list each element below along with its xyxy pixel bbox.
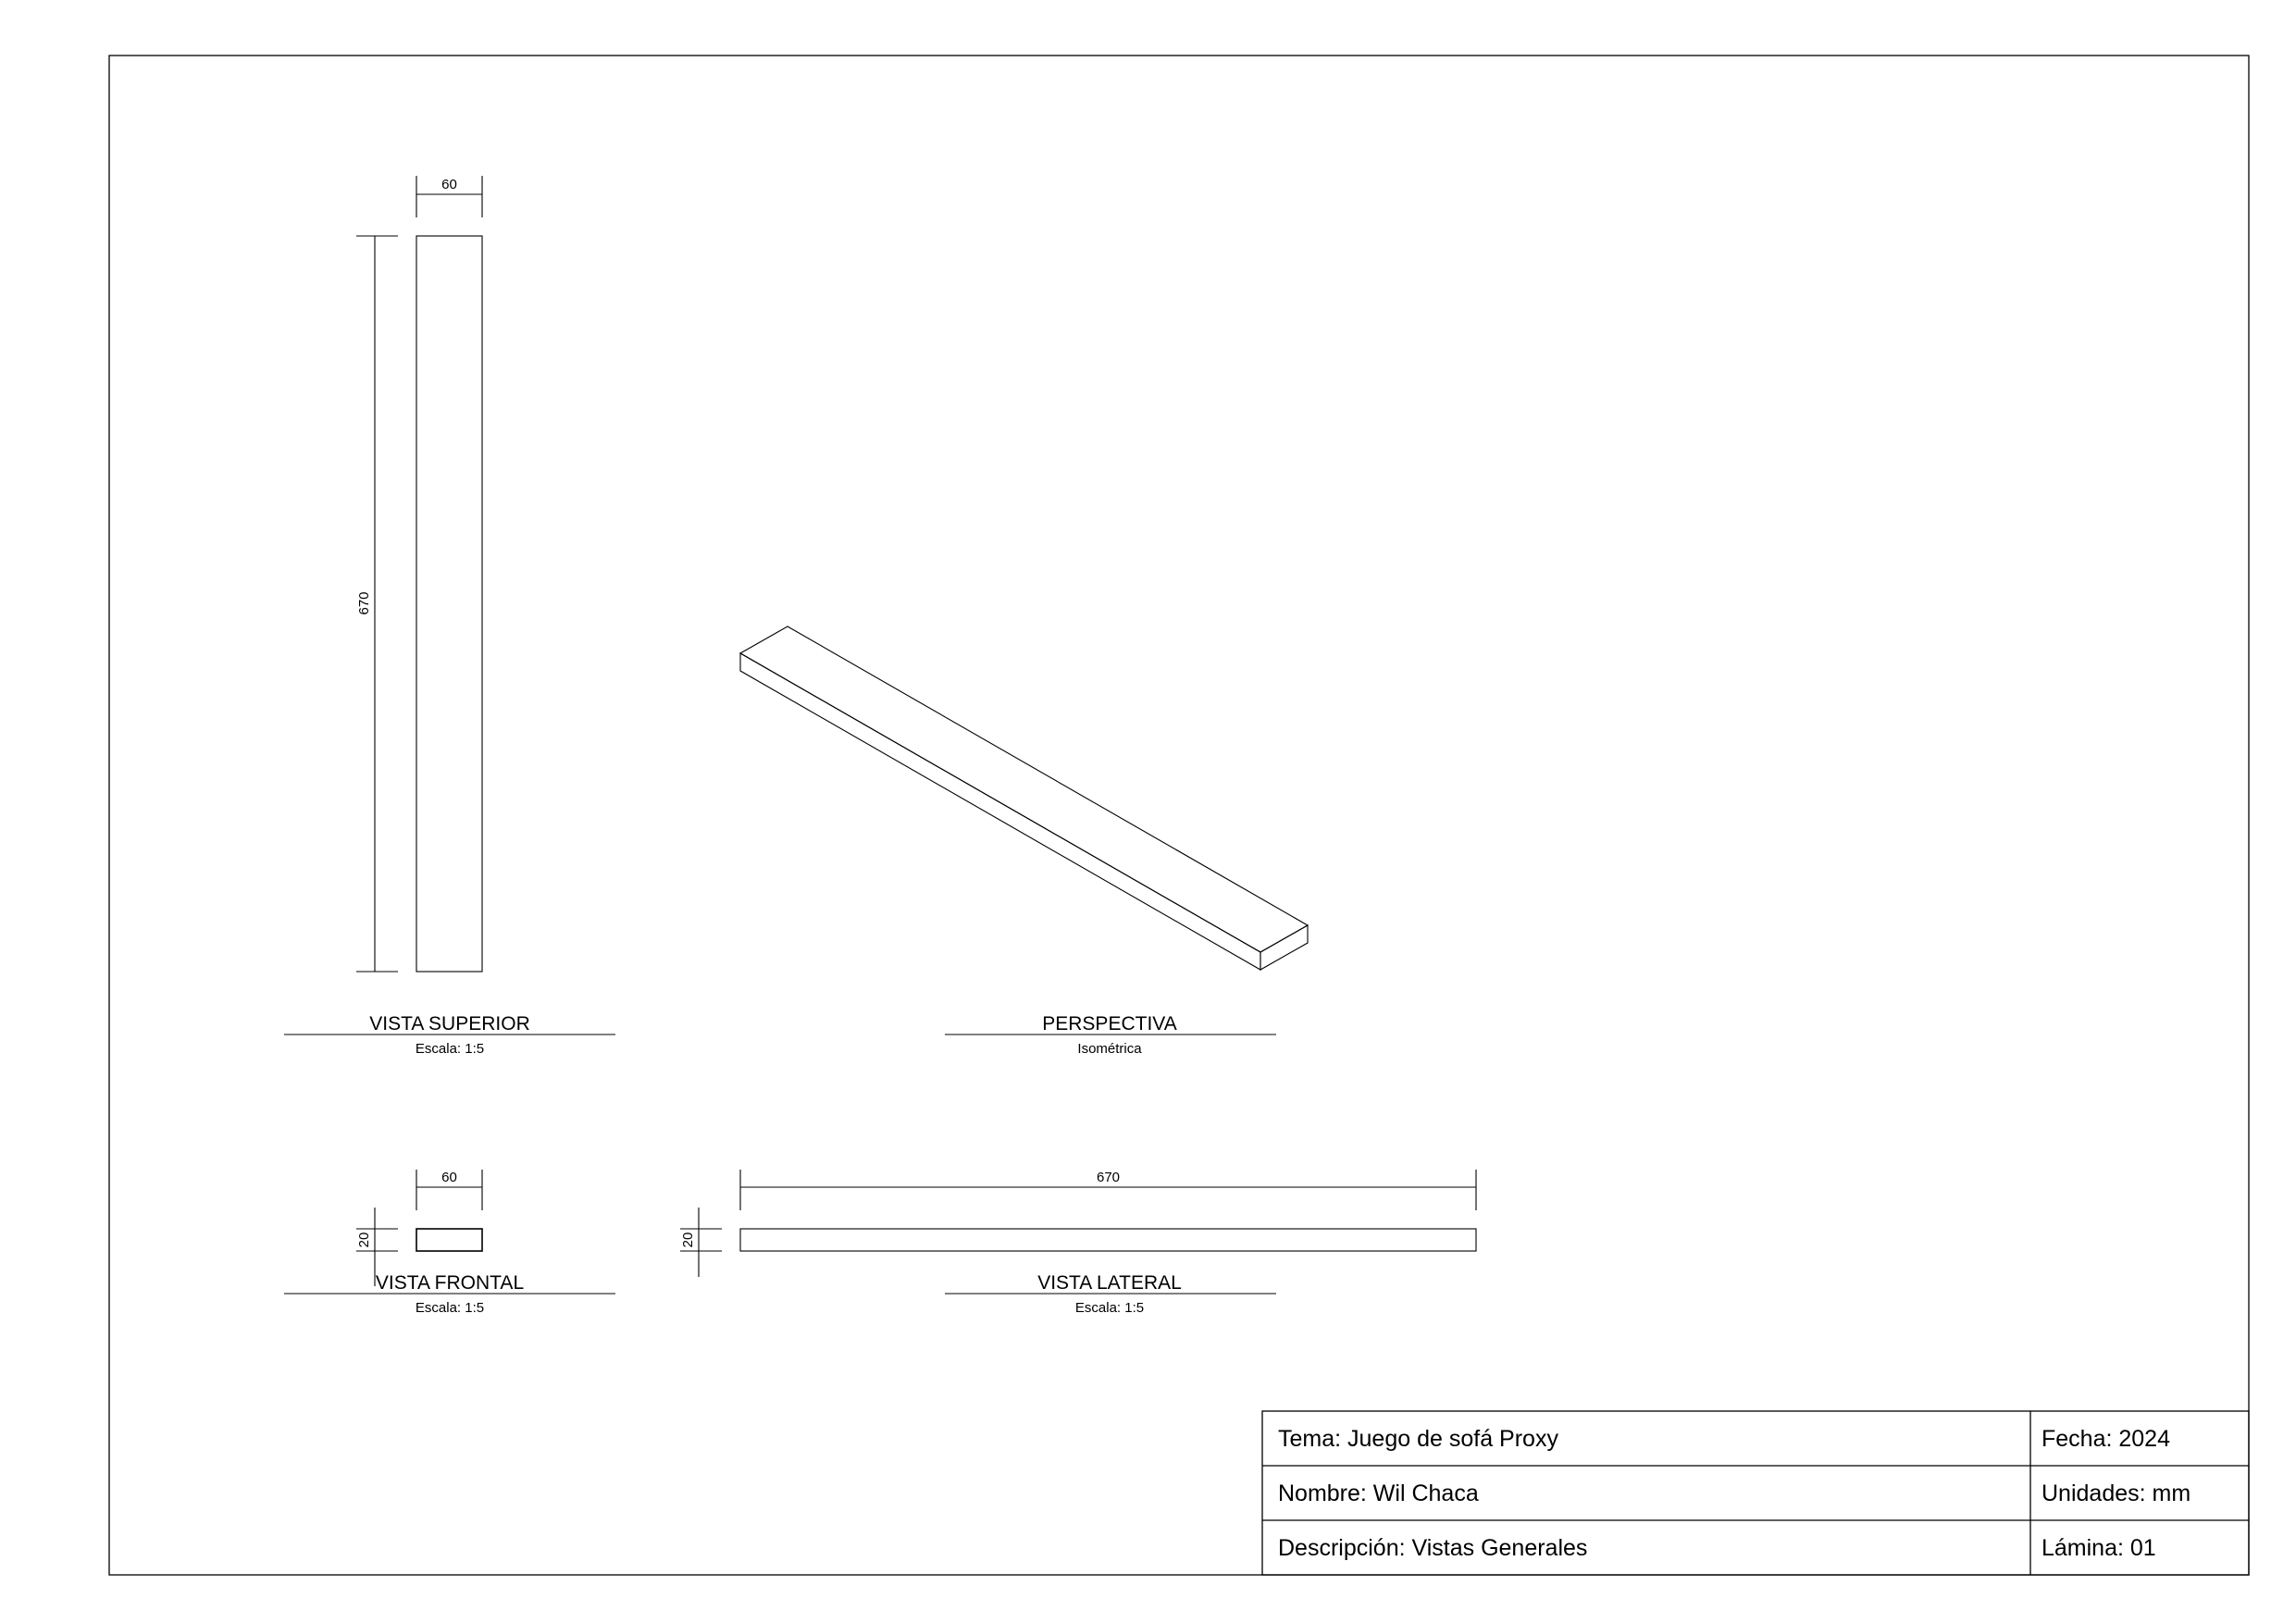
top-view-width-label: 60 [441, 177, 457, 192]
iso-end-face [739, 652, 1261, 971]
front-view-width-dimension: 60 [416, 1170, 483, 1210]
iso-front-face [1260, 924, 1309, 971]
side-view-height-dimension: 20 [680, 1208, 722, 1277]
title-block-tema: Tema: Juego de sofá Proxy [1278, 1426, 1558, 1452]
front-view-title: VISTA FRONTAL [376, 1272, 524, 1294]
top-view-title: VISTA SUPERIOR [369, 1013, 530, 1035]
title-block-fecha: Fecha: 2024 [2042, 1426, 2170, 1452]
side-view-title: VISTA LATERAL [1037, 1272, 1182, 1294]
side-view: 670 20 VISTA LATERAL Escala: 1:5 [680, 1170, 1477, 1316]
top-view-scale: Escala: 1:5 [416, 1041, 484, 1057]
title-block-nombre: Nombre: Wil Chaca [1278, 1481, 1479, 1506]
front-view-height-label: 20 [356, 1233, 372, 1248]
iso-top-face [738, 626, 1309, 953]
title-block: Tema: Juego de sofá Proxy Fecha: 2024 No… [1261, 1410, 2250, 1576]
side-view-length-dimension: 670 [739, 1170, 1477, 1210]
front-view-scale: Escala: 1:5 [416, 1300, 484, 1316]
side-view-outline [739, 1228, 1477, 1252]
top-view-width-dimension: 60 [416, 176, 483, 217]
side-view-length-label: 670 [1097, 1170, 1120, 1185]
perspective-subtitle: Isométrica [1077, 1041, 1142, 1057]
top-view-length-label: 670 [356, 591, 372, 614]
front-view-height-dimension: 20 [356, 1208, 398, 1286]
sheet-border [108, 55, 2250, 1576]
perspective-title: PERSPECTIVA [1042, 1013, 1176, 1035]
side-view-scale: Escala: 1:5 [1075, 1300, 1144, 1316]
top-view-outline [416, 235, 483, 973]
front-view: 60 20 VISTA FRONTAL Escala: 1:5 [284, 1170, 615, 1316]
side-view-height-label: 20 [680, 1233, 696, 1248]
top-view: 60 670 VISTA SUPERIOR Escala: 1:5 [284, 176, 615, 1057]
title-block-frame [1261, 1410, 2250, 1576]
isometric-view: PERSPECTIVA Isométrica [738, 626, 1309, 1057]
title-block-descripcion: Descripción: Vistas Generales [1278, 1535, 1587, 1561]
top-view-length-dimension: 670 [356, 235, 398, 973]
front-view-width-label: 60 [441, 1170, 457, 1185]
front-view-outline [416, 1228, 483, 1252]
title-block-unidades: Unidades: mm [2042, 1481, 2191, 1506]
title-block-lamina: Lámina: 01 [2042, 1535, 2156, 1561]
